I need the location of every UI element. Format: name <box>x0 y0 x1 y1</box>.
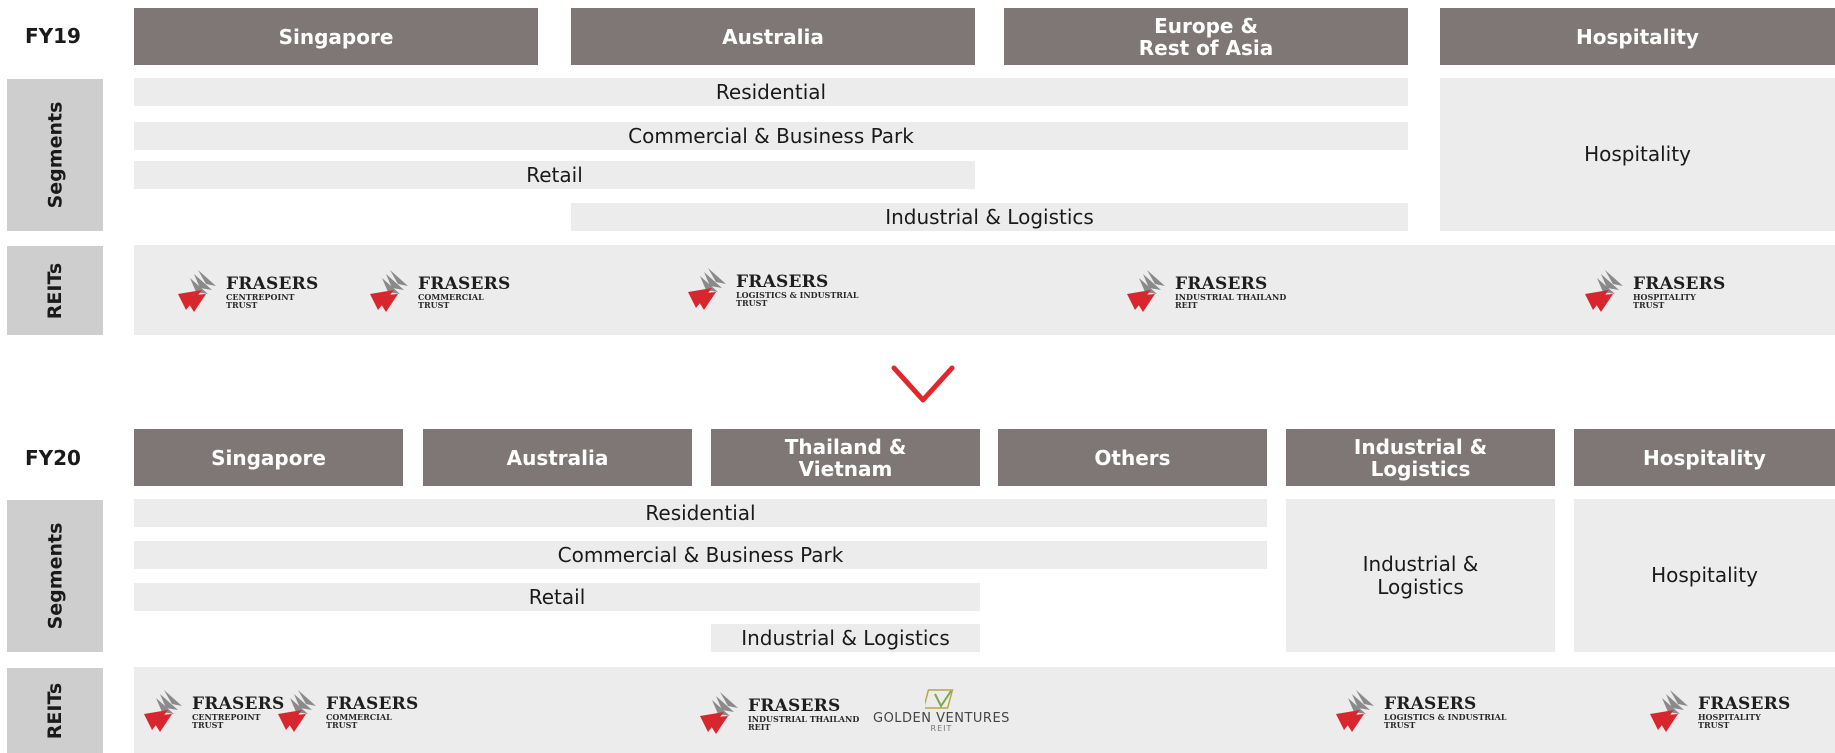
fy20-segment-retail: Retail <box>134 583 980 611</box>
reit-line2: REIT <box>1175 299 1198 310</box>
fy20-header-others: Others <box>998 429 1267 486</box>
reit-line1: LOGISTICS & INDUSTRIAL <box>1384 711 1507 722</box>
fy20-side-segments: Segments <box>7 500 103 652</box>
fy19-header-hospitality: Hospitality <box>1440 8 1835 65</box>
reit-brand: FRASERS <box>736 271 829 292</box>
fy20-segment-hospitality: Hospitality <box>1574 499 1835 652</box>
golden-ventures-sub: REIT <box>930 724 953 733</box>
reit-brand: FRASERS <box>1633 273 1726 294</box>
fy19-segment-residential: Residential <box>134 78 1408 106</box>
frasers-logo-icon <box>278 690 316 732</box>
fy19-header-europe-rest-of-asia: Europe & Rest of Asia <box>1004 8 1408 65</box>
reit-line1: INDUSTRIAL THAILAND <box>1175 291 1287 302</box>
reit-line1: COMMERCIAL <box>418 291 484 302</box>
fy19-segment-commercial: Commercial & Business Park <box>134 122 1408 150</box>
fy20-segment-industrial: Industrial & Logistics <box>711 624 980 652</box>
reit-line1: CENTREPOINT <box>226 291 295 302</box>
fy19-segment-retail: Retail <box>134 161 975 189</box>
frasers-logo-icon <box>178 270 216 312</box>
frasers-logo-icon <box>144 690 182 732</box>
frasers-logo-icon <box>1127 270 1165 312</box>
frasers-logo-icon <box>700 692 738 734</box>
reit-line2: TRUST <box>226 299 258 310</box>
fy19-header-singapore: Singapore <box>134 8 538 65</box>
reit-line2: TRUST <box>418 299 450 310</box>
frasers-logo-icon <box>688 268 726 310</box>
fy19-side-segments-label: Segments <box>44 101 66 209</box>
reit-line2: TRUST <box>1384 719 1416 730</box>
reit-line1: HOSPITALITY <box>1633 291 1696 302</box>
fy20-side-segments-label: Segments <box>44 522 66 630</box>
fy19-side-reits: REITs <box>7 246 103 335</box>
reit-brand: FRASERS <box>1698 693 1791 714</box>
fy20-header-australia: Australia <box>423 429 692 486</box>
reit-brand: FRASERS <box>226 273 319 294</box>
reit-line1: LOGISTICS & INDUSTRIAL <box>736 289 859 300</box>
fy19-side-reits-label: REITs <box>44 262 66 319</box>
fy19-header-australia: Australia <box>571 8 975 65</box>
reit-line2: REIT <box>748 721 771 732</box>
reit-line1: CENTREPOINT <box>192 711 261 722</box>
reit-line1: INDUSTRIAL THAILAND <box>748 713 860 724</box>
chevron-down-icon <box>891 365 955 403</box>
golden-ventures-name: GOLDEN VENTURES <box>873 711 1010 726</box>
fy19-side-segments: Segments <box>7 79 103 231</box>
fy20-segment-industrial-logistics-box: Industrial & Logistics <box>1286 499 1555 652</box>
reit-line2: TRUST <box>1698 719 1730 730</box>
golden-ventures-logo-icon <box>925 689 954 709</box>
fy20-header-thailand-vietnam: Thailand & Vietnam <box>711 429 980 486</box>
fy20-header-industrial-logistics: Industrial & Logistics <box>1286 429 1555 486</box>
fy19-reits-band <box>134 245 1835 335</box>
reit-line1: HOSPITALITY <box>1698 711 1761 722</box>
frasers-logo-icon <box>1650 690 1688 732</box>
reit-line2: TRUST <box>326 719 358 730</box>
reit-brand: FRASERS <box>326 693 419 714</box>
reit-line2: TRUST <box>1633 299 1665 310</box>
fy20-side-reits: REITs <box>7 668 103 753</box>
reit-brand: FRASERS <box>748 695 841 716</box>
reit-line1: COMMERCIAL <box>326 711 392 722</box>
fy20-segment-commercial: Commercial & Business Park <box>134 541 1267 569</box>
reit-brand: FRASERS <box>1175 273 1268 294</box>
fy20-label: FY20 <box>25 445 81 470</box>
fy19-label: FY19 <box>25 24 81 48</box>
reit-line2: TRUST <box>736 297 768 308</box>
fy20-header-hospitality: Hospitality <box>1574 429 1835 486</box>
fy19-segment-industrial: Industrial & Logistics <box>571 203 1408 231</box>
reit-line2: TRUST <box>192 719 224 730</box>
frasers-logo-icon <box>1336 690 1374 732</box>
fy20-segment-residential: Residential <box>134 499 1267 527</box>
reit-brand: FRASERS <box>192 693 285 714</box>
fy19-segment-hospitality: Hospitality <box>1440 78 1835 231</box>
fy20-reits-band <box>134 667 1835 753</box>
fy20-header-singapore: Singapore <box>134 429 403 486</box>
reit-brand: FRASERS <box>1384 693 1477 714</box>
frasers-logo-icon <box>1585 270 1623 312</box>
frasers-logo-icon <box>370 270 408 312</box>
reit-brand: FRASERS <box>418 273 511 294</box>
fy20-side-reits-label: REITs <box>44 682 66 739</box>
golden-ventures-logo: GOLDEN VENTURES REIT <box>873 688 1010 733</box>
